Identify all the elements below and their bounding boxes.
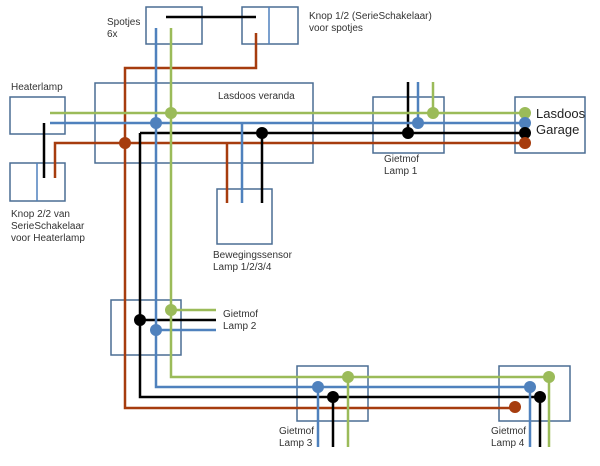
junction-brown-lamp4 — [509, 401, 521, 413]
junction-green-lamp3 — [342, 371, 354, 383]
junction-black-lamp1 — [402, 127, 414, 139]
junction-green-lamp4 — [543, 371, 555, 383]
lasdoos-garage-box — [514, 96, 586, 154]
label-gietmof-lamp4: Gietmof Lamp 4 — [491, 426, 527, 449]
junction-blue-lamp4 — [524, 381, 536, 393]
junction-blue-garage — [519, 117, 531, 129]
label-lasdoos-garage: Lasdoos Garage — [536, 106, 586, 137]
black-wire-main — [138, 133, 542, 447]
label-spotjes: Spotjes 6x — [107, 17, 141, 40]
junction-blue-lamp1 — [412, 117, 424, 129]
knop1-box — [241, 6, 299, 45]
heaterlamp-box — [9, 96, 66, 135]
label-lasdoos-veranda: Lasdoos veranda — [218, 91, 295, 102]
junction-brown-veranda — [119, 137, 131, 149]
label-heaterlamp: Heaterlamp — [11, 82, 63, 93]
junction-green-lamp2 — [165, 304, 177, 316]
label-gietmof-lamp2: Gietmof Lamp 2 — [223, 309, 259, 332]
junction-blue-lamp2 — [150, 324, 162, 336]
brown-wire-horizontal — [53, 141, 525, 178]
junction-blue-veranda — [150, 117, 162, 129]
label-gietmof-lamp3: Gietmof Lamp 3 — [279, 426, 315, 449]
junction-green-veranda — [165, 107, 177, 119]
junction-black-garage — [519, 127, 531, 139]
gietmof-lamp4-box — [498, 365, 571, 422]
green-wire-main — [169, 28, 549, 379]
junction-blue-lamp3 — [312, 381, 324, 393]
bewegingssensor-box — [216, 188, 273, 245]
spotjes-box — [145, 6, 203, 45]
label-gietmof-lamp1: Gietmof Lamp 1 — [384, 154, 420, 177]
junction-black-veranda — [256, 127, 268, 139]
junction-black-lamp3 — [327, 391, 339, 403]
brown-wire-main — [123, 33, 513, 410]
blue-wire-main — [154, 28, 530, 389]
junction-brown-garage — [519, 137, 531, 149]
junction-green-garage — [519, 107, 531, 119]
label-bewegingssensor: Bewegingssensor Lamp 1/2/3/4 — [213, 250, 292, 273]
junction-black-lamp4 — [534, 391, 546, 403]
junction-green-lamp1 — [427, 107, 439, 119]
label-knop2: Knop 2/2 van SerieSchakelaar voor Heater… — [11, 209, 85, 244]
junction-black-lamp2 — [134, 314, 146, 326]
gietmof-lamp2-box — [110, 299, 182, 356]
label-knop1: Knop 1/2 (SerieSchakelaar) voor spotjes — [309, 11, 432, 34]
